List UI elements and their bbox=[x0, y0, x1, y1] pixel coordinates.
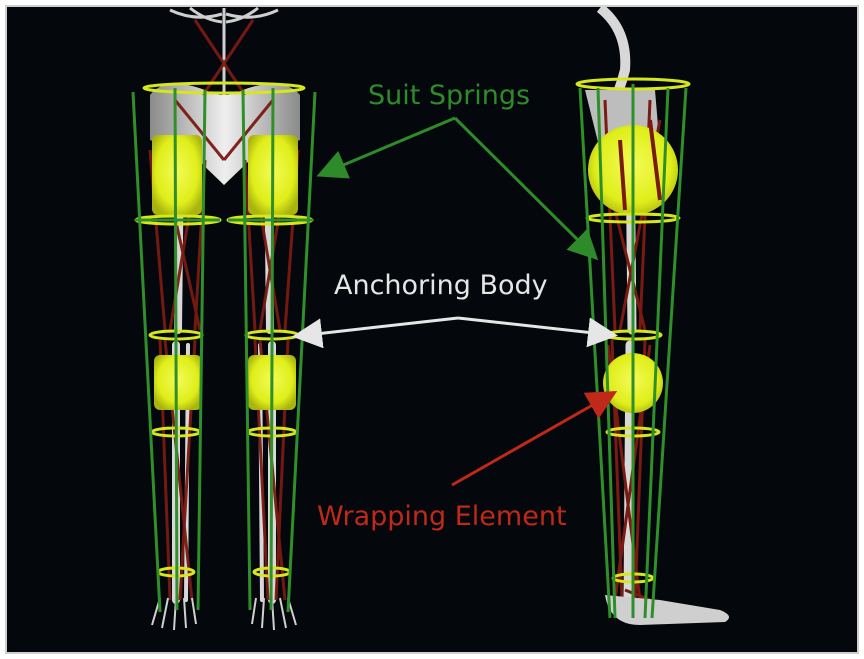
wrapping-element-label: Wrapping Element bbox=[317, 501, 567, 532]
anchoring-body-label: Anchoring Body bbox=[334, 270, 548, 301]
suit-springs-label: Suit Springs bbox=[368, 80, 530, 111]
